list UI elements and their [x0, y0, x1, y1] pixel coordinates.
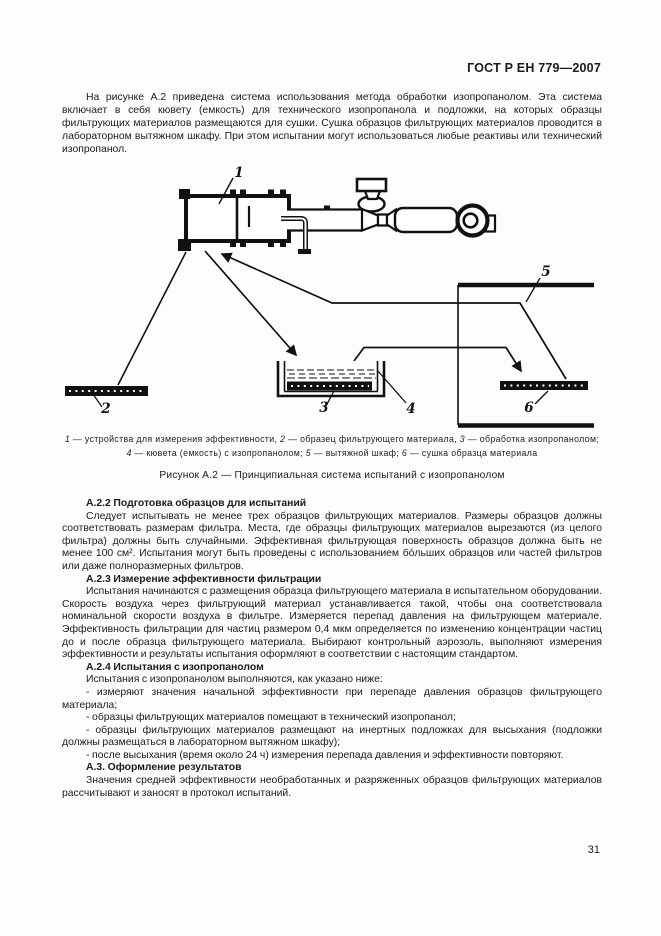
efficiency-measuring-device: 1: [178, 165, 497, 254]
page-number: 31: [587, 844, 600, 856]
section-paragraph: Значения средней эффективности необработ…: [62, 775, 602, 799]
section-list-item: - образцы фильтрующих материалов помещаю…: [86, 712, 456, 724]
figure-label-3: 3: [319, 400, 328, 416]
legend-num-3: 3: [459, 434, 466, 444]
intro-paragraph: На рисунке А.2 приведена система использ…: [62, 92, 602, 155]
isopropanol-tray: 3 4: [276, 361, 416, 417]
intro-paragraph-block: На рисунке А.2 приведена система использ…: [62, 91, 602, 156]
figure-label-5: 5: [541, 264, 550, 280]
drying-sample-strip: [500, 381, 588, 390]
section-list-item: - измеряют значения начальной эффективно…: [62, 686, 602, 711]
figure-label-4: 4: [406, 401, 415, 417]
legend-text-3: — обработка изопропанолом;: [465, 434, 600, 444]
figure-caption: Рисунок А.2 — Принципиальная система исп…: [159, 470, 505, 481]
legend-text-1: — устройства для измерения эффективности…: [70, 434, 281, 444]
section-heading-a3: А.3. Оформление результатов: [86, 762, 242, 774]
fume-hood: 5 6: [457, 264, 594, 428]
figure-label-6: 6: [524, 400, 534, 416]
legend-text-4: — кювета (емкость) с изопропанолом;: [131, 447, 306, 458]
document-standard-header: ГОСТ Р ЕН 779—2007: [467, 61, 601, 75]
figure-legend: 1 — устройства для измерения эффективнос…: [62, 433, 602, 460]
figure-label-2: 2: [100, 401, 110, 417]
figure-a2-diagram: 1 2 3 4: [65, 165, 594, 428]
section-list-item: - после высыхания (время около 24 ч) изм…: [86, 749, 564, 761]
section-paragraph: Следует испытывать не менее трех образцо…: [62, 510, 602, 572]
legend-text-2: — образец фильтрующего материала,: [285, 434, 460, 444]
legend-num-5: 5: [305, 447, 312, 458]
legend-text-6: — сушка образца материала: [407, 447, 538, 458]
section-paragraph: Испытания с изопропанолом выполняются, к…: [86, 674, 383, 686]
section-heading-a24: А.2.4 Испытания с изопропанолом: [86, 661, 264, 673]
legend-num-4: 4: [126, 447, 132, 458]
flow-arrows: [117, 250, 567, 386]
legend-text-5: — вытяжной шкаф;: [311, 447, 402, 458]
legend-num-6: 6: [401, 447, 408, 458]
figure-label-1: 1: [234, 165, 243, 181]
legend-num-2: 2: [280, 434, 286, 444]
document-sections: А.2.2 Подготовка образцов для испытаний …: [62, 498, 602, 800]
section-heading-a23: А.2.3 Измерение эффективности фильтрации: [86, 573, 322, 585]
section-paragraph: Испытания начинаются с размещения образц…: [62, 586, 602, 661]
filter-sample-strip: 2: [65, 386, 148, 417]
legend-num-1: 1: [64, 434, 71, 444]
section-heading-a22: А.2.2 Подготовка образцов для испытаний: [86, 498, 307, 509]
section-list-item: - образцы фильтрующих материалов размеща…: [62, 724, 602, 749]
